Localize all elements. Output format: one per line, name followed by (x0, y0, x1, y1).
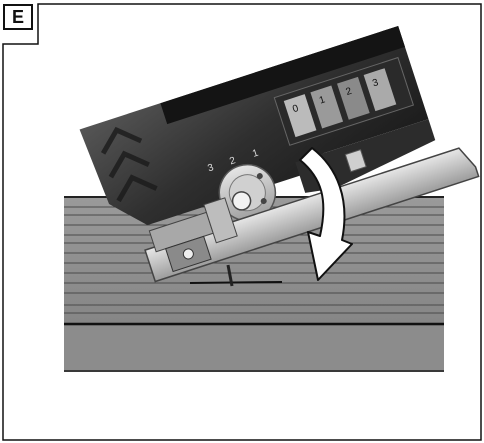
orbit-setting-2: 2 (345, 86, 354, 98)
frame-border (2, 3, 482, 441)
jigsaw-tool: 0 1 2 3 3 2 1 (79, 25, 480, 283)
curved-arrow-down-icon (299, 147, 353, 281)
bevel-mark-1: 1 (251, 148, 260, 160)
orbit-setting-3: 3 (371, 77, 380, 89)
figure-label: E (3, 4, 33, 30)
lock-button-icon (344, 148, 367, 173)
saw-blade (226, 264, 234, 287)
bevel-mark-3: 3 (206, 162, 215, 174)
orbit-setting-1: 1 (318, 94, 327, 106)
orbit-setting-0: 0 (291, 103, 300, 115)
bevel-dial-icon (218, 163, 277, 222)
bevel-mark-2: 2 (228, 155, 237, 167)
